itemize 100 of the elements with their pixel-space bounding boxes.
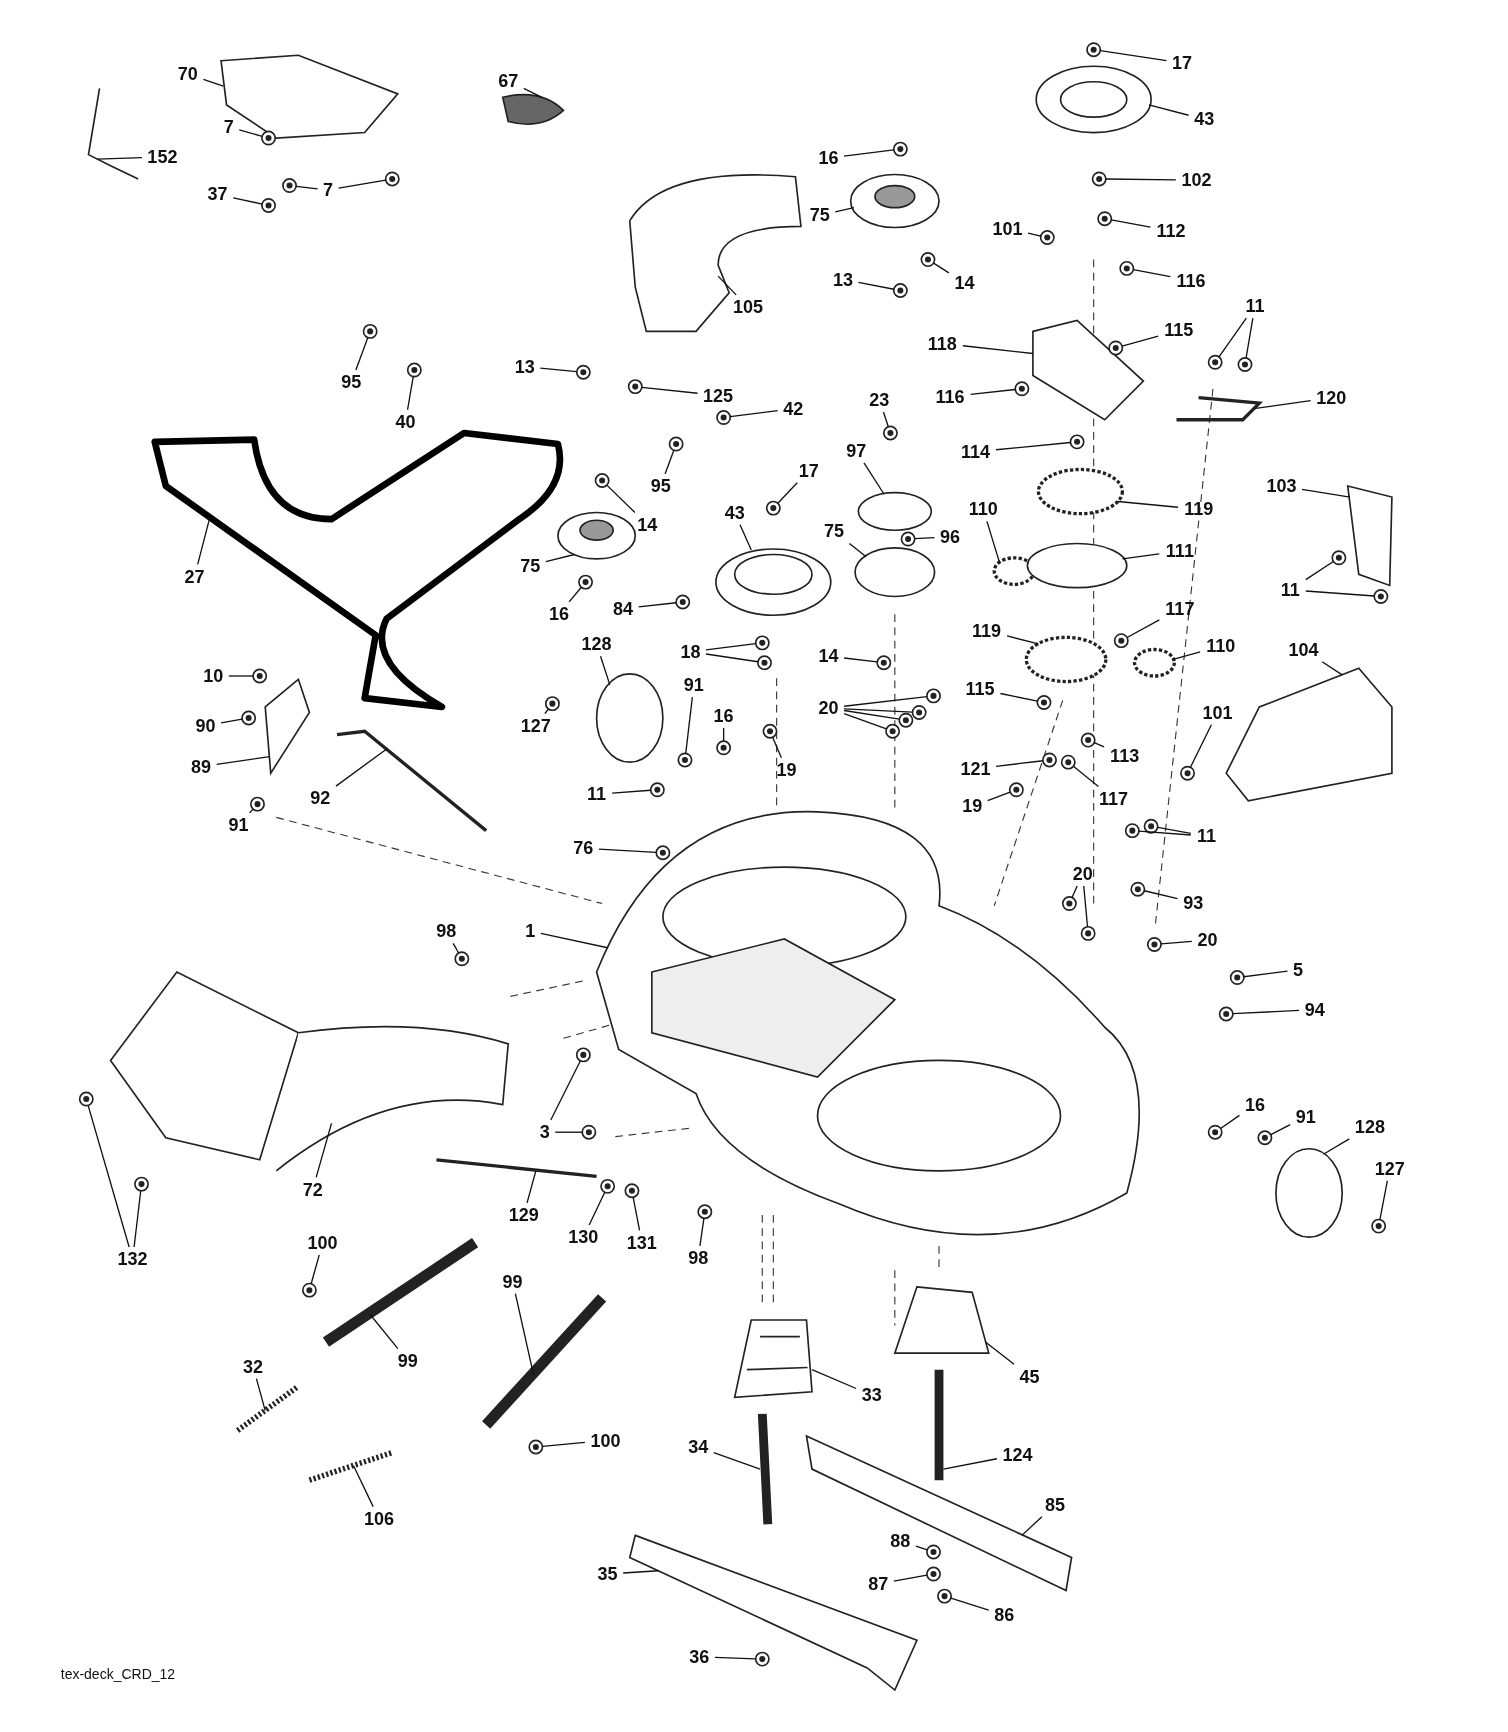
callout-number: 87 [867, 1574, 890, 1595]
leader-line [310, 1254, 320, 1285]
leader-line [1121, 335, 1159, 347]
leader-line [771, 736, 782, 759]
fastener [261, 198, 276, 213]
callout-number: 19 [775, 760, 798, 780]
leader-line [843, 696, 928, 707]
fastener [1218, 1006, 1234, 1022]
fastener [885, 723, 901, 739]
callout-number: 91 [1294, 1106, 1317, 1127]
callout-number: 85 [1044, 1494, 1067, 1515]
leader-line [355, 336, 369, 371]
fastener [1113, 633, 1129, 649]
callout-number: 32 [241, 1356, 264, 1377]
fastener [1061, 896, 1077, 911]
callout-number: 20 [1071, 863, 1094, 884]
leader-line [1093, 742, 1105, 748]
leader-line [232, 197, 263, 205]
fastener [757, 655, 772, 671]
leader-line [1322, 1138, 1350, 1155]
leader-line [843, 709, 900, 720]
callout-number: 119 [971, 620, 1003, 641]
callout-number: 120 [1315, 387, 1348, 408]
callout-number: 5 [1292, 959, 1305, 980]
callout-number: 103 [1265, 476, 1298, 497]
leader-line [1245, 317, 1254, 359]
leader-line [893, 1574, 928, 1582]
callout-number: 16 [548, 604, 570, 625]
fastener [1143, 818, 1159, 834]
fastener [252, 668, 268, 684]
fastener [78, 1091, 94, 1107]
fastener [898, 712, 914, 728]
fastener [282, 178, 297, 194]
leader-line [1072, 765, 1100, 788]
callout-number: 95 [649, 476, 672, 497]
leader-line [705, 653, 759, 663]
callout-number: 117 [1164, 598, 1196, 619]
leader-line [664, 449, 675, 475]
leader-line [777, 482, 798, 504]
leader-line [1379, 1180, 1388, 1221]
leader-line [1305, 590, 1375, 597]
callout-number: 67 [497, 70, 520, 91]
callout-number: 84 [612, 598, 635, 619]
fastener [1042, 752, 1057, 768]
leader-line [984, 1341, 1015, 1365]
leader-line [1143, 890, 1179, 900]
fastener [1124, 823, 1140, 839]
leader-line [335, 748, 388, 787]
callout-number: 34 [687, 1437, 710, 1458]
callout-number: 75 [519, 555, 542, 576]
callout-number: 88 [889, 1531, 912, 1552]
callout-number: 100 [306, 1232, 339, 1253]
callout-number: 97 [845, 440, 868, 461]
leader-line [87, 1104, 130, 1248]
fastener [384, 171, 400, 187]
leader-line [843, 149, 895, 157]
leader-line [1105, 178, 1177, 181]
leader-line [133, 1190, 142, 1248]
leader-line [588, 1191, 606, 1226]
callout-number: 19 [961, 796, 984, 817]
fastener [1086, 42, 1102, 58]
callout-number: 110 [1205, 636, 1237, 657]
fastener [911, 705, 927, 720]
leader-line [540, 932, 609, 949]
leader-line [315, 1122, 333, 1179]
fastener [1373, 589, 1389, 604]
callout-number: 101 [1201, 702, 1234, 723]
callout-number: 14 [636, 514, 659, 535]
spindle-shaft [934, 1369, 944, 1481]
callout-number: 125 [702, 385, 735, 406]
fastener [544, 696, 560, 712]
leader-line [1321, 661, 1343, 676]
leader-line [637, 602, 677, 608]
leader-line [1099, 50, 1168, 62]
leader-line [1021, 1516, 1043, 1537]
gasket [1026, 542, 1128, 589]
fastener [575, 1047, 591, 1063]
callout-number: 11 [586, 784, 608, 805]
leader-line [1117, 500, 1179, 508]
callout-number: 45 [1018, 1366, 1041, 1387]
leader-line [882, 411, 889, 428]
fastener [261, 130, 276, 146]
callout-number: 106 [362, 1509, 395, 1530]
leader-line [739, 524, 752, 551]
callout-number: 7 [322, 180, 335, 200]
leader-line [1218, 317, 1247, 358]
callout-number: 11 [1244, 296, 1266, 316]
callout-number: 116 [934, 386, 966, 407]
fastener [1180, 765, 1195, 781]
leader-line [834, 207, 855, 213]
leader-line [962, 345, 1034, 355]
leader-line [1270, 1124, 1291, 1136]
fastener [1091, 171, 1107, 187]
bracket-rod [1176, 396, 1263, 422]
leader-line [1132, 269, 1171, 278]
callout-number: 70 [176, 64, 199, 84]
leader-line [685, 696, 694, 755]
leader-line [1006, 635, 1040, 645]
leader-line [713, 1451, 761, 1470]
pulley [857, 491, 933, 532]
